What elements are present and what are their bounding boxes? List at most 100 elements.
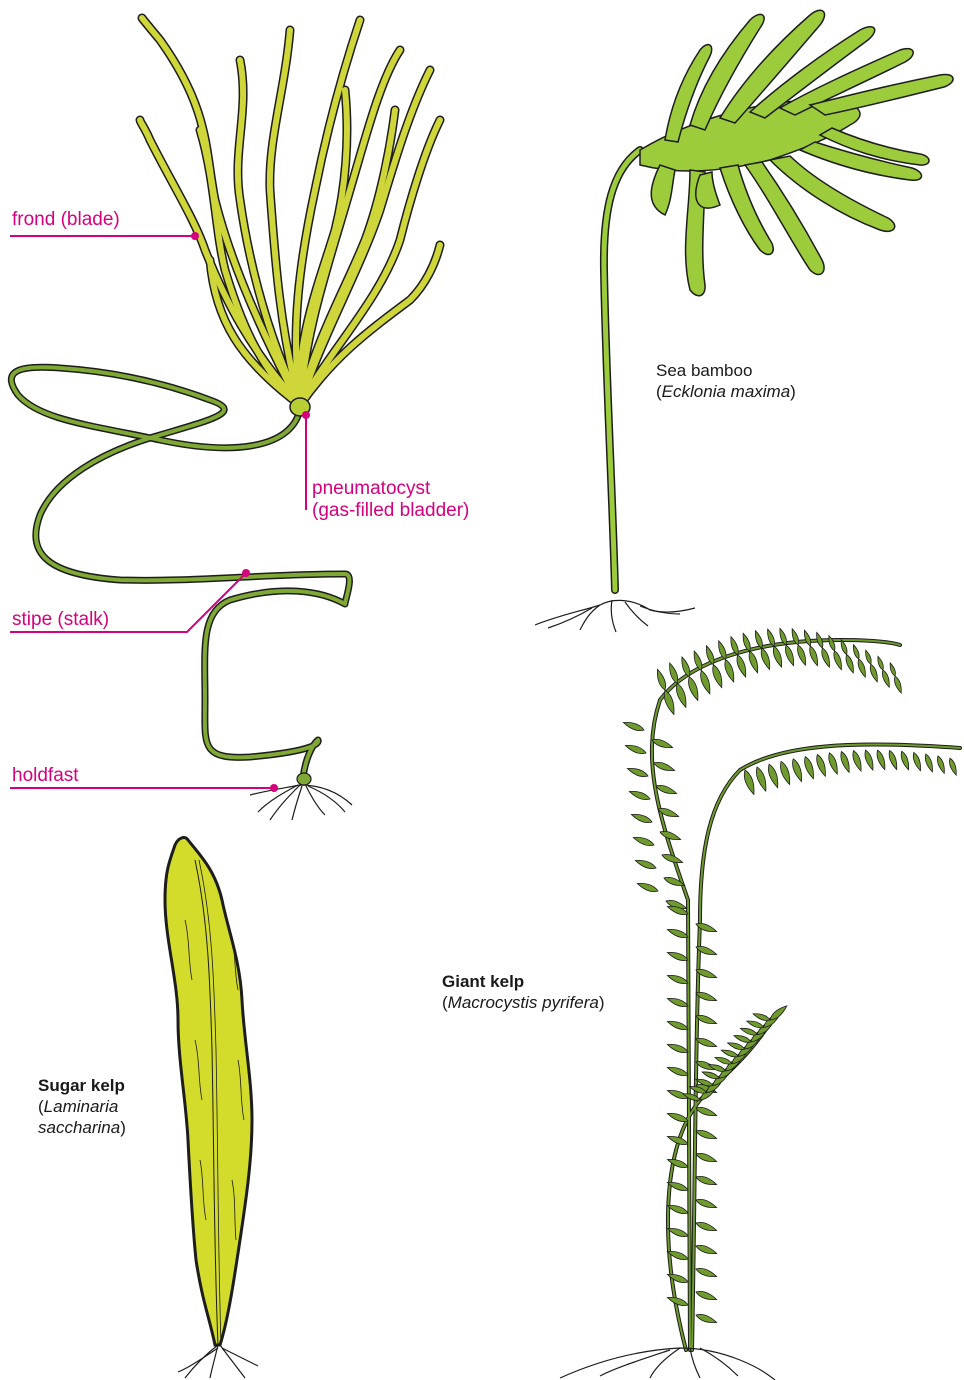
- giant-kelp-blade: [876, 656, 885, 671]
- stipe-dot: [242, 569, 250, 577]
- giant-kelp-blade: [875, 749, 887, 770]
- sea-bamboo-latin-text: Ecklonia maxima: [662, 382, 791, 401]
- giant-kelp-blade: [666, 973, 689, 986]
- giant-kelp-common-text: Giant kelp: [442, 972, 524, 991]
- giant-kelp-blade: [695, 1151, 718, 1164]
- giant-kelp-blade: [651, 737, 674, 750]
- giant-kelp-blade: [911, 752, 923, 772]
- sugar-kelp-latin-text-2: saccharina: [38, 1118, 120, 1137]
- giant-kelp-blade: [636, 881, 659, 894]
- giant-kelp-blade: [808, 645, 820, 667]
- giant-kelp-blade: [754, 766, 769, 792]
- giant-kelp-blade: [827, 752, 840, 775]
- giant-kelp-blade: [710, 664, 724, 689]
- giant-kelp-blade: [695, 1289, 718, 1302]
- giant-kelp-blade: [852, 644, 861, 660]
- giant-kelp-blade: [856, 658, 867, 678]
- sugar-kelp-illustration: [165, 838, 258, 1378]
- stipe-label: stipe (stalk): [12, 608, 109, 631]
- giant-kelp-blade: [666, 1111, 689, 1124]
- giant-kelp-blade: [766, 763, 781, 789]
- giant-kelp-blade: [695, 1197, 718, 1210]
- giant-kelp-latin-name: (Macrocystis pyrifera): [442, 992, 604, 1013]
- sugar-kelp-caption: Sugar kelp (Laminaria saccharina): [38, 1075, 126, 1138]
- giant-kelp-blade: [727, 1041, 746, 1052]
- giant-kelp-blade: [802, 629, 812, 646]
- giant-kelp-blade: [832, 650, 844, 671]
- giant-kelp-blade: [802, 755, 816, 779]
- giant-kelp-blade: [674, 682, 689, 708]
- giant-kelp-blade: [814, 753, 828, 777]
- giant-kelp-blade: [733, 1033, 752, 1044]
- giant-kelp-blade: [666, 927, 689, 940]
- frond-label: frond (blade): [12, 208, 120, 231]
- giant-kelp-blade: [936, 755, 947, 774]
- giant-kelp-illustration: [560, 628, 960, 1380]
- giant-kelp-blade: [778, 760, 793, 785]
- giant-kelp-blade: [899, 750, 911, 771]
- giant-kelp-blade: [735, 654, 749, 678]
- giant-kelp-blade: [747, 650, 761, 674]
- giant-kelp-blade: [632, 835, 655, 848]
- giant-kelp-blade: [714, 1055, 733, 1066]
- label-dots: [191, 232, 310, 792]
- giant-kelp-blade: [666, 996, 689, 1009]
- giant-kelp-blade: [695, 1128, 718, 1141]
- sugar-kelp-latin-text-1: Laminaria: [44, 1097, 119, 1116]
- giant-kelp-blade: [666, 950, 689, 963]
- giant-kelp-blade: [752, 1012, 771, 1023]
- giant-kelp-blade: [720, 1048, 739, 1059]
- giant-kelp-blade: [868, 663, 879, 682]
- giant-kelp-blade: [655, 668, 668, 691]
- giant-kelp-blade: [695, 1174, 718, 1187]
- giant-kelp-blade: [740, 1026, 759, 1037]
- giant-kelp-blade: [624, 743, 647, 756]
- giant-kelp-blade: [923, 753, 934, 773]
- giant-kelp-blade: [695, 1312, 718, 1325]
- sugar-kelp-blade: [165, 838, 252, 1345]
- sea-bamboo-caption: Sea bamboo (Ecklonia maxima): [656, 360, 796, 402]
- sugar-kelp-common-name: Sugar kelp: [38, 1075, 126, 1096]
- giant-kelp-blade: [695, 1266, 718, 1279]
- frond-dot: [191, 232, 199, 240]
- giant-kelp-blade: [659, 829, 682, 842]
- giant-kelp-latin-text: Macrocystis pyrifera: [448, 993, 599, 1012]
- giant-kelp-blade: [622, 720, 645, 733]
- bull-kelp-fronds: [140, 18, 440, 405]
- sugar-kelp-common-text: Sugar kelp: [38, 1076, 125, 1095]
- giant-kelp-blade: [783, 644, 796, 666]
- giant-kelp-blade: [790, 758, 804, 783]
- sugar-kelp-holdfast: [178, 1345, 258, 1378]
- giant-kelp-blade: [820, 647, 832, 668]
- sugar-kelp-latin-name-2: saccharina): [38, 1117, 126, 1138]
- pneumatocyst-label: pneumatocyst: [312, 477, 430, 500]
- giant-kelp-blade: [863, 749, 876, 771]
- giant-kelp-blade: [851, 750, 864, 772]
- giant-kelp-blade: [695, 1220, 718, 1233]
- giant-kelp-blade: [948, 757, 959, 776]
- giant-kelp-blade: [893, 675, 904, 694]
- giant-kelp-blade: [666, 1157, 689, 1170]
- giant-kelp-blade: [695, 1243, 718, 1256]
- bull-kelp-illustration: [11, 18, 440, 820]
- giant-kelp-blade: [626, 766, 649, 779]
- sea-bamboo-illustration: [535, 10, 953, 632]
- pneumatocyst-dot: [302, 411, 310, 419]
- giant-kelp-blade: [839, 750, 852, 773]
- giant-kelp-blade: [723, 658, 737, 683]
- giant-kelp-blade: [881, 669, 892, 688]
- giant-kelp-blade: [844, 654, 856, 674]
- giant-kelp-blade: [771, 645, 784, 668]
- giant-kelp-blade: [628, 789, 651, 802]
- giant-kelp-blade: [864, 650, 873, 665]
- giant-kelp-blade: [653, 760, 676, 773]
- sea-bamboo-holdfast: [535, 600, 695, 632]
- giant-kelp-caption: Giant kelp (Macrocystis pyrifera): [442, 971, 604, 1013]
- giant-kelp-blade: [666, 1019, 689, 1032]
- giant-kelp-blade: [759, 647, 772, 670]
- giant-kelp-blade: [655, 783, 678, 796]
- giant-kelp-blade: [666, 1065, 689, 1078]
- giant-kelp-blade: [795, 644, 808, 666]
- giant-kelp-blade: [695, 1105, 718, 1118]
